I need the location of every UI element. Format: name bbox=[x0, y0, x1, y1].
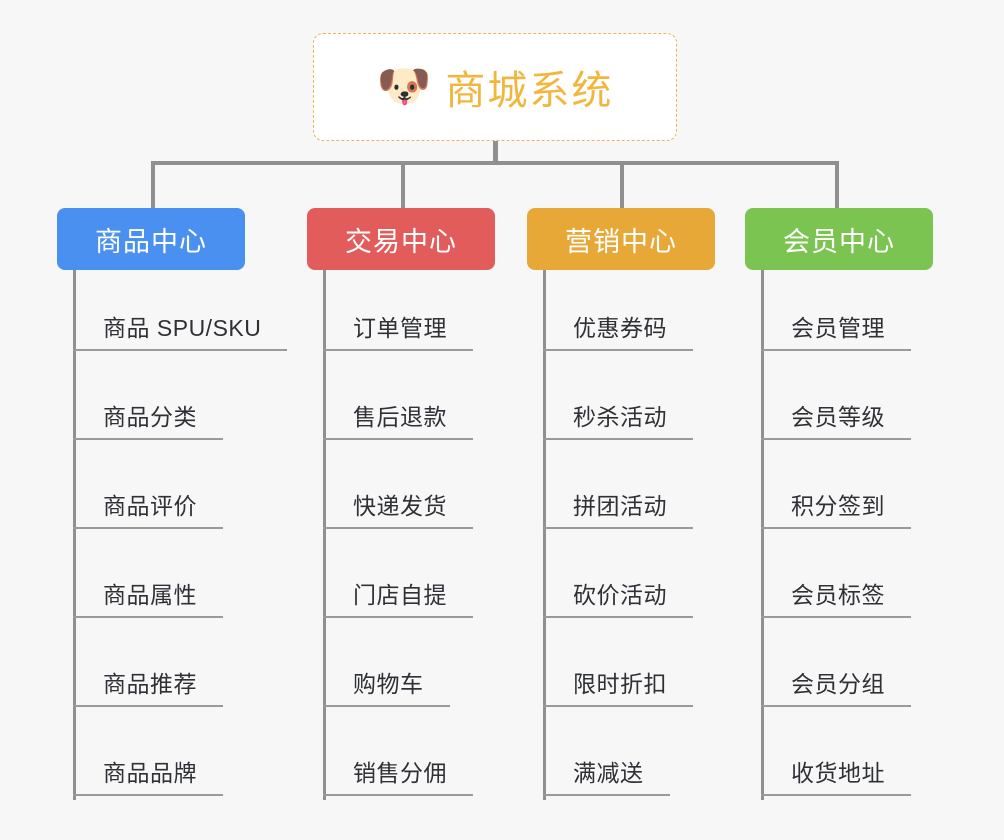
leaf-underline: 快递发货 bbox=[323, 487, 473, 529]
branch-header-1[interactable]: 商品中心 bbox=[57, 208, 245, 270]
leaf-item-label: 订单管理 bbox=[353, 315, 447, 341]
leaf-underline: 会员标签 bbox=[761, 576, 911, 618]
leaf-underline: 砍价活动 bbox=[543, 576, 693, 618]
leaf-item-label: 商品评价 bbox=[103, 493, 197, 519]
leaf-item-label: 商品 SPU/SKU bbox=[103, 315, 262, 341]
leaf-underline: 购物车 bbox=[323, 665, 450, 707]
leaf-item-label: 会员管理 bbox=[791, 315, 885, 341]
leaf-item-label: 销售分佣 bbox=[353, 760, 447, 786]
leaf-item[interactable]: 秒杀活动 bbox=[543, 351, 693, 440]
leaf-underline: 收货地址 bbox=[761, 754, 911, 796]
leaf-item[interactable]: 商品 SPU/SKU bbox=[73, 262, 288, 351]
leaf-underline: 商品品牌 bbox=[73, 754, 223, 796]
branch-header-4[interactable]: 会员中心 bbox=[745, 208, 933, 270]
connector-horizontal-bus bbox=[151, 161, 839, 165]
connector-root-stem bbox=[493, 141, 498, 163]
leaf-item-label: 会员分组 bbox=[791, 671, 885, 697]
leaf-underline: 商品属性 bbox=[73, 576, 223, 618]
leaf-item[interactable]: 限时折扣 bbox=[543, 618, 693, 707]
leaf-underline: 会员管理 bbox=[761, 309, 911, 351]
leaf-item[interactable]: 会员标签 bbox=[761, 529, 911, 618]
leaf-item[interactable]: 会员分组 bbox=[761, 618, 911, 707]
leaf-underline: 优惠券码 bbox=[543, 309, 693, 351]
branch-header-label-2: 交易中心 bbox=[345, 226, 457, 257]
leaf-item[interactable]: 销售分佣 bbox=[323, 707, 473, 796]
leaf-underline: 商品推荐 bbox=[73, 665, 223, 707]
leaf-item-label: 砍价活动 bbox=[573, 582, 667, 608]
leaf-item-label: 商品属性 bbox=[103, 582, 197, 608]
leaf-item[interactable]: 会员等级 bbox=[761, 351, 911, 440]
leaf-item[interactable]: 满减送 bbox=[543, 707, 670, 796]
leaf-item[interactable]: 售后退款 bbox=[323, 351, 473, 440]
branch-spine-4 bbox=[761, 270, 764, 800]
leaf-underline: 积分签到 bbox=[761, 487, 911, 529]
leaf-item-label: 售后退款 bbox=[353, 404, 447, 430]
connector-drop-branch-2 bbox=[401, 161, 405, 209]
leaf-item[interactable]: 商品分类 bbox=[73, 351, 223, 440]
leaf-item-label: 拼团活动 bbox=[573, 493, 667, 519]
leaf-item[interactable]: 会员管理 bbox=[761, 262, 911, 351]
leaf-item-label: 满减送 bbox=[573, 760, 644, 786]
leaf-item-label: 快递发货 bbox=[353, 493, 447, 519]
leaf-item-label: 商品品牌 bbox=[103, 760, 197, 786]
shiba-dog-icon: 🐶 bbox=[376, 62, 432, 111]
leaf-underline: 售后退款 bbox=[323, 398, 473, 440]
leaf-underline: 拼团活动 bbox=[543, 487, 693, 529]
leaf-item[interactable]: 门店自提 bbox=[323, 529, 473, 618]
leaf-item[interactable]: 商品品牌 bbox=[73, 707, 223, 796]
connector-drop-branch-1 bbox=[151, 161, 155, 209]
branch-header-2[interactable]: 交易中心 bbox=[307, 208, 495, 270]
leaf-underline: 满减送 bbox=[543, 754, 670, 796]
leaf-underline: 会员等级 bbox=[761, 398, 911, 440]
leaf-item[interactable]: 快递发货 bbox=[323, 440, 473, 529]
leaf-item-label: 秒杀活动 bbox=[573, 404, 667, 430]
leaf-item-label: 限时折扣 bbox=[573, 671, 667, 697]
leaf-underline: 秒杀活动 bbox=[543, 398, 693, 440]
root-node-shop-system[interactable]: 🐶 商城系统 bbox=[313, 33, 677, 141]
leaf-item-label: 会员等级 bbox=[791, 404, 885, 430]
leaf-item-label: 门店自提 bbox=[353, 582, 447, 608]
leaf-item[interactable]: 订单管理 bbox=[323, 262, 473, 351]
leaf-item-label: 商品分类 bbox=[103, 404, 197, 430]
leaf-underline: 商品评价 bbox=[73, 487, 223, 529]
leaf-item[interactable]: 收货地址 bbox=[761, 707, 911, 796]
leaf-item[interactable]: 购物车 bbox=[323, 618, 450, 707]
leaf-item-label: 会员标签 bbox=[791, 582, 885, 608]
branch-spine-3 bbox=[543, 270, 546, 800]
leaf-item-label: 积分签到 bbox=[791, 493, 885, 519]
leaf-item[interactable]: 商品属性 bbox=[73, 529, 223, 618]
branch-spine-1 bbox=[73, 270, 76, 800]
leaf-item[interactable]: 商品推荐 bbox=[73, 618, 223, 707]
leaf-underline: 商品 SPU/SKU bbox=[73, 309, 288, 351]
leaf-underline: 会员分组 bbox=[761, 665, 911, 707]
leaf-item-label: 商品推荐 bbox=[103, 671, 197, 697]
leaf-item-label: 购物车 bbox=[353, 671, 424, 697]
leaf-underline: 限时折扣 bbox=[543, 665, 693, 707]
leaf-item[interactable]: 砍价活动 bbox=[543, 529, 693, 618]
branch-spine-2 bbox=[323, 270, 326, 800]
connector-drop-branch-3 bbox=[620, 161, 624, 209]
leaf-item[interactable]: 优惠券码 bbox=[543, 262, 693, 351]
root-node-title: 商城系统 bbox=[445, 69, 614, 113]
leaf-item[interactable]: 积分签到 bbox=[761, 440, 911, 529]
leaf-underline: 销售分佣 bbox=[323, 754, 473, 796]
leaf-item[interactable]: 商品评价 bbox=[73, 440, 223, 529]
leaf-underline: 订单管理 bbox=[323, 309, 473, 351]
leaf-item[interactable]: 拼团活动 bbox=[543, 440, 693, 529]
leaf-underline: 商品分类 bbox=[73, 398, 223, 440]
branch-header-label-1: 商品中心 bbox=[95, 226, 207, 257]
leaf-underline: 门店自提 bbox=[323, 576, 473, 618]
connector-drop-branch-4 bbox=[835, 161, 839, 209]
branch-header-label-4: 会员中心 bbox=[783, 226, 895, 257]
branch-header-3[interactable]: 营销中心 bbox=[527, 208, 715, 270]
leaf-item-label: 收货地址 bbox=[791, 760, 885, 786]
leaf-item-label: 优惠券码 bbox=[573, 315, 667, 341]
branch-header-label-3: 营销中心 bbox=[565, 226, 677, 257]
